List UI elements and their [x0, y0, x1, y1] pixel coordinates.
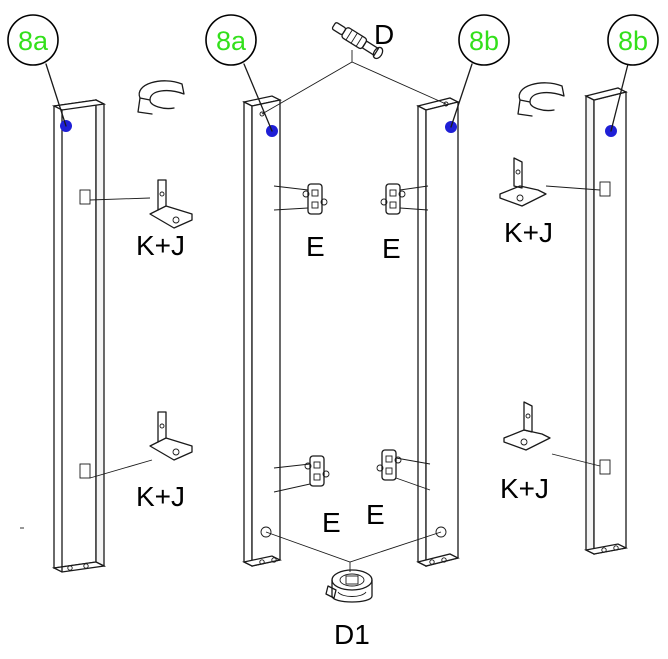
- badge-label: 8b: [469, 26, 499, 56]
- corner-bracket-icon: [499, 157, 547, 207]
- hinge-icon: [376, 449, 431, 491]
- part-label-kj: K+J: [136, 230, 185, 261]
- part-label-kj: K+J: [500, 473, 549, 504]
- post-center-left: [242, 95, 282, 568]
- part-label-e: E: [322, 507, 341, 538]
- part-label-e: E: [366, 499, 385, 530]
- cam-lock-icon: [325, 569, 373, 603]
- badge-8b-right: 8b: [607, 14, 659, 132]
- badge-label: 8b: [618, 26, 648, 56]
- rotate-arrow-icon: [137, 80, 185, 115]
- part-label-e: E: [306, 231, 325, 262]
- post-left: [51, 98, 153, 573]
- hinge-icon: [273, 455, 330, 493]
- corner-bracket-icon: [149, 411, 193, 461]
- part-label-kj: K+J: [504, 217, 553, 248]
- post-right: [545, 87, 629, 556]
- badge-8b-center: 8b: [450, 14, 510, 128]
- hinge-icon: [380, 183, 429, 215]
- corner-bracket-icon: [503, 401, 551, 451]
- part-label-d: D: [374, 19, 394, 50]
- badge-label: 8a: [18, 26, 49, 56]
- post-center-right: [416, 97, 460, 568]
- part-label-e: E: [382, 233, 401, 264]
- corner-bracket-icon: [149, 179, 193, 229]
- part-label-kj: K+J: [136, 481, 185, 512]
- rotate-arrow-icon: [517, 82, 565, 117]
- hinge-icon: [273, 183, 328, 215]
- badge-label: 8a: [216, 26, 247, 56]
- badge-8a-center: 8a: [205, 14, 273, 132]
- badge-8a-left: 8a: [7, 14, 67, 127]
- cam-dowel-icon: [331, 22, 384, 60]
- part-label-d1: D1: [334, 619, 370, 650]
